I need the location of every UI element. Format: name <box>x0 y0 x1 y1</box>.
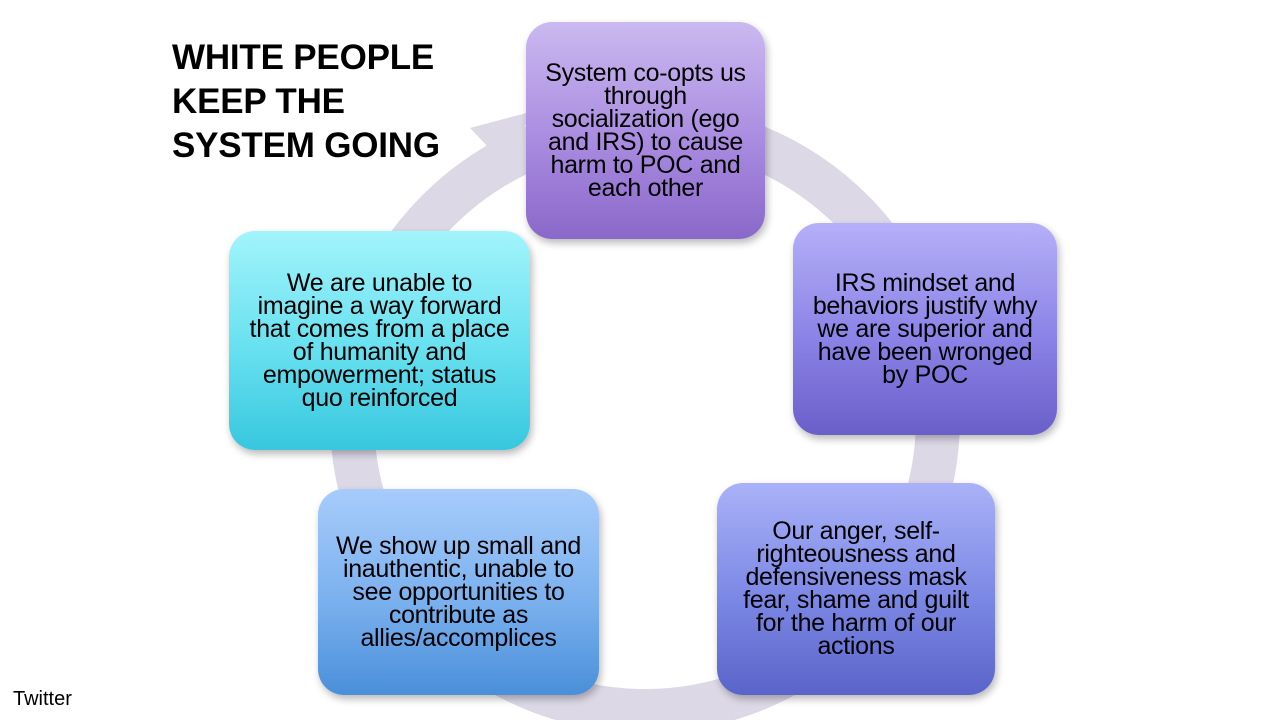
cycle-node-text: We are unable to imagine a way forward t… <box>249 268 510 412</box>
cycle-node-text: We show up small and inauthentic, unable… <box>335 531 582 652</box>
cycle-node-system-co-opts: System co-opts us through socialization … <box>526 22 765 239</box>
cycle-node-text: System co-opts us through socialization … <box>545 58 746 202</box>
cycle-node-anger-defensiveness: Our anger, self-righteousness and defens… <box>717 483 995 695</box>
slide-title: WHITE PEOPLE KEEP THE SYSTEM GOING <box>172 38 440 165</box>
cycle-node-text: Our anger, self-righteousness and defens… <box>743 517 969 660</box>
cycle-node-show-up-small: We show up small and inauthentic, unable… <box>318 489 599 695</box>
cycle-node-unable-to-imagine: We are unable to imagine a way forward t… <box>229 231 530 450</box>
source-credit: Twitter <box>13 688 72 710</box>
cycle-arrow-head <box>470 112 530 170</box>
cycle-node-text: IRS mindset and behaviors justify why we… <box>812 268 1038 389</box>
cycle-node-irs-mindset: IRS mindset and behaviors justify why we… <box>793 223 1057 435</box>
